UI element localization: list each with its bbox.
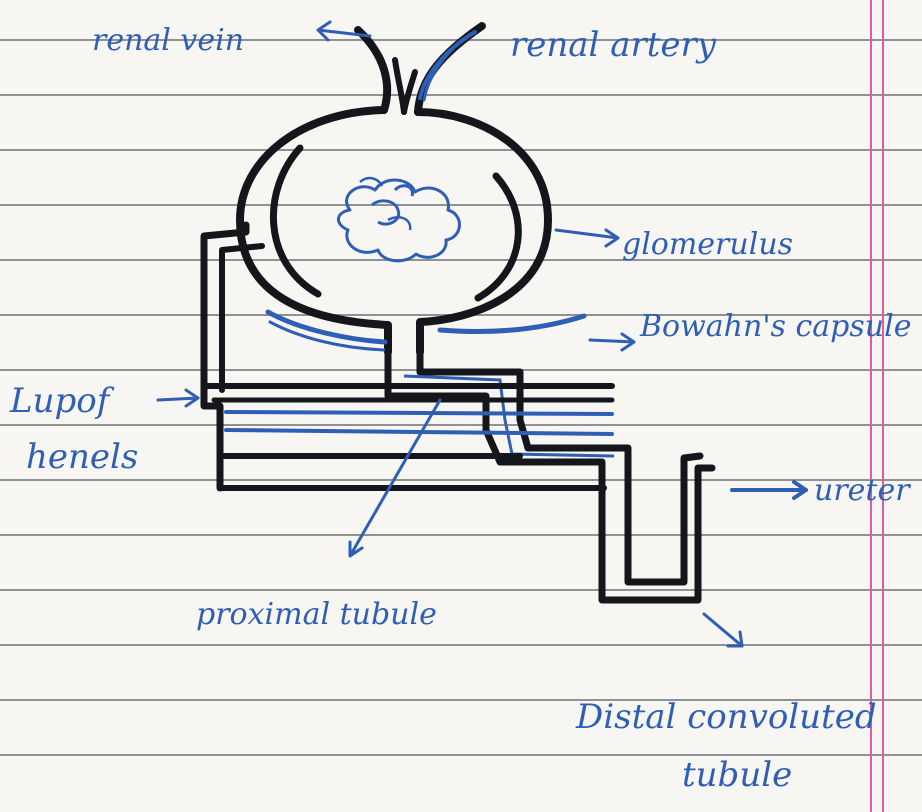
renal-vessel-left-outline xyxy=(358,30,387,110)
label-ureter: ureter xyxy=(814,476,910,506)
label-loop-of-henle-line1: Lupof xyxy=(10,384,109,418)
capsule-inner-right xyxy=(478,176,518,298)
label-glomerulus: glomerulus xyxy=(622,230,793,260)
label-renal-vein: renal vein xyxy=(92,26,244,56)
label-proximal-tubule: proximal tubule xyxy=(196,600,437,630)
capsule-outer xyxy=(240,110,548,352)
renal-vessel-right-outline xyxy=(418,26,482,112)
arrow-distal-tubule xyxy=(704,614,742,646)
arrow-glomerulus xyxy=(556,230,618,246)
loop-blue-1 xyxy=(226,412,612,414)
glomerulus-scribble xyxy=(338,180,459,261)
label-bowmans-capsule: Bowahn's capsule xyxy=(640,312,911,342)
tubule-stair-outline-a xyxy=(388,352,712,600)
arrow-proximal-tubule xyxy=(350,400,440,556)
arrow-loop-of-henle xyxy=(158,390,198,406)
arrow-bowmans-capsule xyxy=(590,334,634,350)
label-distal-tubule-line1: Distal convoluted xyxy=(576,700,877,734)
capsule-inner-left xyxy=(273,148,318,294)
label-renal-artery: renal artery xyxy=(510,28,716,62)
renal-vessel-inner-right xyxy=(404,72,415,112)
label-loop-of-henle-line2: henels xyxy=(26,440,138,474)
label-distal-tubule-line2: tubule xyxy=(682,758,792,792)
arrow-ureter xyxy=(732,482,806,498)
